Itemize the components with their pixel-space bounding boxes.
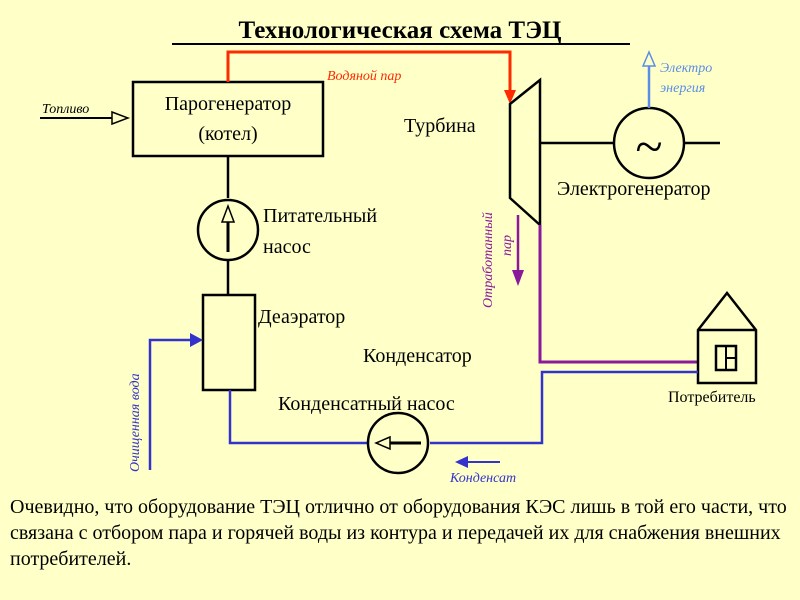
feed-pump-label-line2: насос	[263, 236, 311, 258]
return-line	[430, 370, 698, 445]
feed-pump-label-line1: Питательный	[263, 205, 377, 227]
condensate-line	[228, 390, 368, 445]
steam-generator-label-line1: Парогенератор	[165, 93, 292, 115]
electricity-arrow-icon	[641, 50, 657, 67]
condensate-arrow-icon	[455, 456, 468, 468]
turbine-label: Турбина	[404, 115, 476, 137]
condensate-label: Конденсат	[449, 471, 516, 486]
condensate-pump-label: Конденсатный насос	[278, 393, 455, 415]
exhaust-steam-line	[538, 225, 715, 364]
turbine-icon	[508, 77, 542, 228]
exhaust-steam-arrow-icon	[512, 270, 524, 286]
steam-generator-label-line2: (котел)	[198, 123, 257, 145]
electrogenerator-label: Электрогенератор	[557, 178, 710, 200]
condensate-pump-arrow-icon	[374, 435, 391, 451]
generator-symbol: ~	[635, 118, 662, 174]
purified-water-arrow-icon	[190, 333, 203, 347]
caption-text: Очевидно, что оборудование ТЭЦ отлично о…	[10, 496, 787, 570]
electro-label-line2: энергия	[660, 81, 705, 96]
deaerator-box	[201, 293, 257, 392]
diagram-title: Технологическая схема ТЭЦ	[239, 17, 563, 44]
steam-line	[226, 50, 512, 92]
steam-arrow-icon	[504, 90, 516, 104]
fuel-arrow-icon	[111, 110, 131, 126]
consumer-label: Потребитель	[668, 389, 756, 406]
exhaust-steam-label-line2: пар	[500, 235, 515, 256]
feed-pump-arrow-icon	[220, 203, 236, 223]
condenser-label: Конденсатор	[363, 345, 472, 367]
electro-label-line1: Электро	[660, 61, 712, 76]
deaerator-label: Деаэратор	[258, 306, 345, 328]
fuel-label: Топливо	[42, 102, 89, 117]
consumer-house-icon	[696, 290, 758, 385]
exhaust-steam-label-line1: Отработанный	[481, 212, 496, 308]
purified-water-line	[148, 338, 195, 470]
water-steam-label: Водяной пар	[327, 69, 401, 84]
purified-water-label: Очищенная вода	[128, 373, 143, 472]
